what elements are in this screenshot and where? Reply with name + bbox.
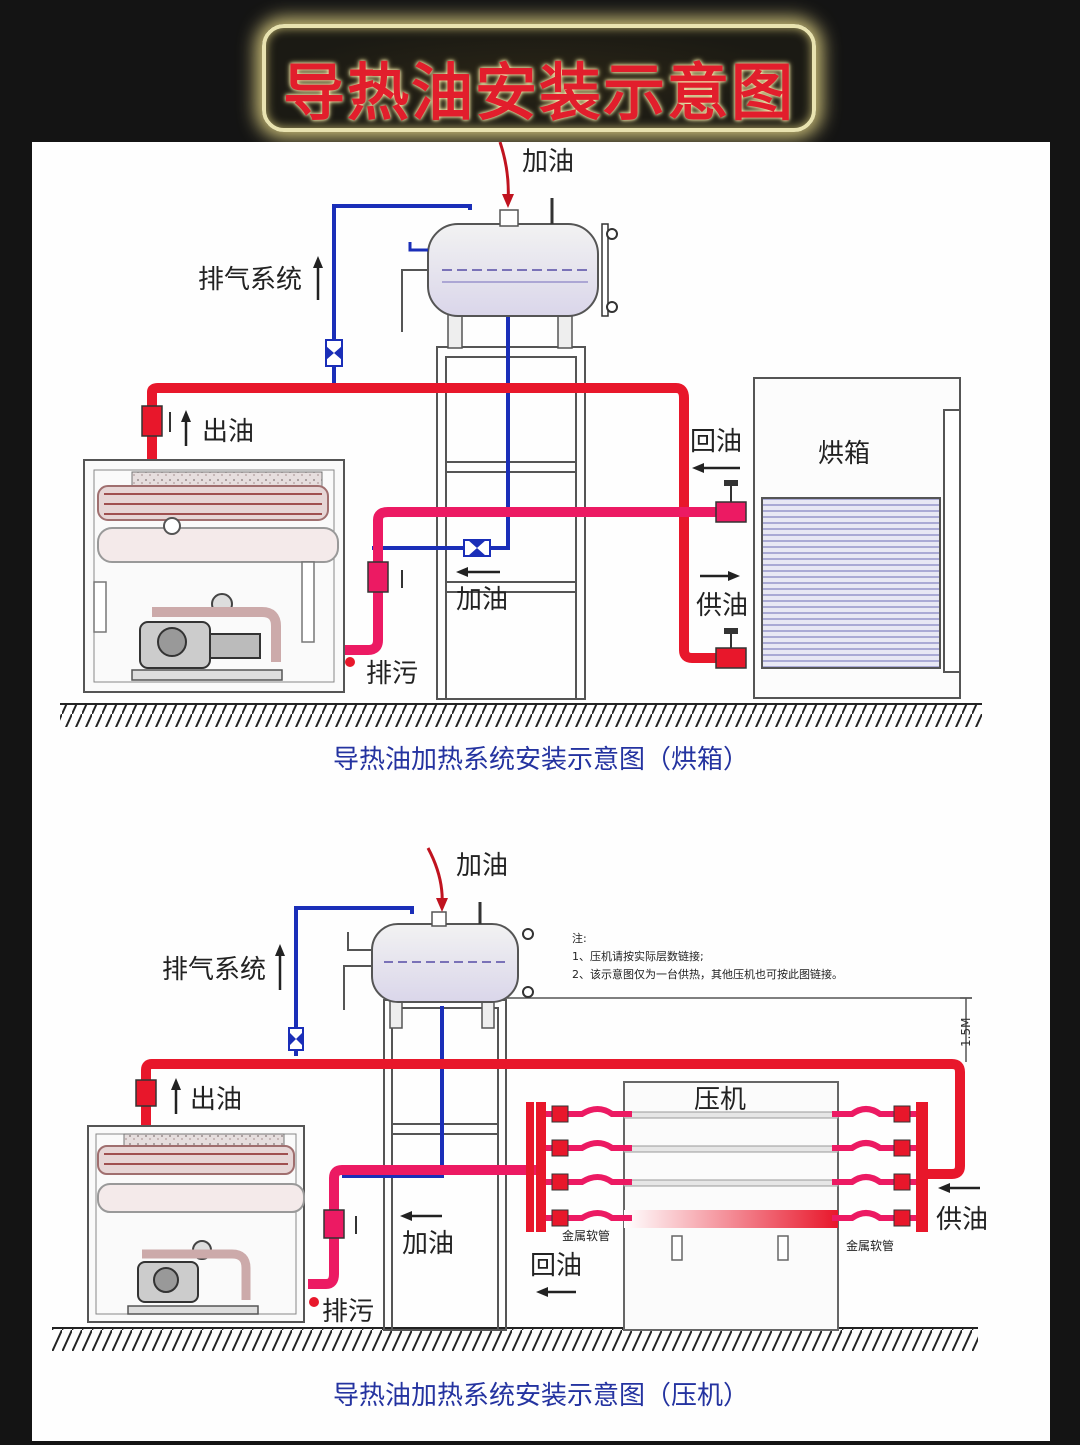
diagram-canvas: 加油 排气系统 出油 回油 烘箱 加油 供油 排污 导热油加热系统安装示意图（烘… <box>52 141 988 1411</box>
caption-press: 导热油加热系统安装示意图（压机） <box>333 1381 749 1411</box>
fill-side-arrow <box>400 1211 442 1221</box>
label-fill-side: 加油 <box>456 585 508 615</box>
label-press: 压机 <box>694 1085 746 1115</box>
supply-arrow <box>700 571 740 581</box>
expansion-tank <box>343 902 534 1029</box>
return-arrow <box>536 1287 576 1297</box>
expansion-tank <box>401 198 618 349</box>
label-metal-hose-right: 金属软管 <box>846 1238 894 1253</box>
oven <box>753 377 961 699</box>
fill-side-arrow <box>456 567 500 577</box>
label-oil-return: 回油 <box>530 1251 582 1281</box>
label-oil-return: 回油 <box>690 427 742 457</box>
fill-arrow <box>498 141 510 203</box>
label-fill-top: 加油 <box>522 147 574 177</box>
heater-unit <box>87 1125 305 1323</box>
fill-arrow <box>426 847 444 907</box>
ground-hatch <box>60 703 982 727</box>
exhaust-arrow <box>275 944 285 990</box>
notes-line-1: 1、压机请按实际层数链接; <box>572 949 704 963</box>
title-banner: 导热油安装示意图 <box>262 24 816 132</box>
drain-point <box>345 657 355 667</box>
oil-out-arrow <box>171 1078 181 1114</box>
height-marker <box>502 997 972 1062</box>
label-fill-side: 加油 <box>402 1229 454 1259</box>
label-oil-supply: 供油 <box>936 1205 988 1235</box>
supply-manifold <box>916 1102 928 1232</box>
caption-oven: 导热油加热系统安装示意图（烘箱） <box>333 745 749 775</box>
outlet-valve <box>135 1079 157 1107</box>
supply-valve <box>715 628 747 669</box>
label-exhaust: 排气系统 <box>162 955 266 985</box>
vent-valve <box>325 339 343 367</box>
press-diagram: 1.5M <box>52 847 988 1411</box>
label-oil-out: 出油 <box>190 1085 242 1115</box>
vent-pipe <box>332 204 510 550</box>
ground-hatch <box>52 1327 978 1351</box>
heater-unit <box>83 459 345 693</box>
pump-valve <box>367 561 403 593</box>
notes-title: 注: <box>572 931 587 945</box>
oil-out-arrow <box>181 410 191 446</box>
tank-stand <box>436 346 586 700</box>
exhaust-arrow <box>313 256 323 300</box>
return-manifold <box>526 1102 546 1232</box>
drain-point <box>309 1297 319 1307</box>
return-valve <box>715 480 747 523</box>
label-drain: 排污 <box>366 659 418 689</box>
outlet-valve <box>141 405 171 437</box>
row-valves <box>551 1105 911 1227</box>
label-oil-supply: 供油 <box>696 591 748 621</box>
press <box>623 1081 839 1331</box>
label-oven: 烘箱 <box>818 439 870 469</box>
supply-pipe <box>141 1059 965 1179</box>
oven-diagram: 加油 排气系统 出油 回油 烘箱 加油 供油 排污 导热油加热系统安装示意图（烘… <box>60 141 982 775</box>
return-arrow <box>692 463 740 473</box>
fill-valve <box>463 539 491 557</box>
label-oil-out: 出油 <box>202 417 254 447</box>
diagram-sheet: 加油 排气系统 出油 回油 烘箱 加油 供油 排污 导热油加热系统安装示意图（烘… <box>32 141 1050 1441</box>
label-exhaust: 排气系统 <box>198 265 302 295</box>
supply-pipe <box>147 383 732 663</box>
hose-rows <box>546 1106 916 1221</box>
pump-valve <box>323 1209 357 1239</box>
label-fill-top: 加油 <box>456 851 508 881</box>
label-height: 1.5M <box>959 1018 973 1047</box>
notes-line-2: 2、该示意图仅为一台供热，其他压机也可按此图链接。 <box>572 967 843 981</box>
label-metal-hose-left: 金属软管 <box>562 1228 610 1243</box>
fill-arrowhead <box>502 194 514 208</box>
fill-arrowhead <box>436 898 448 912</box>
page-title: 导热油安装示意图 <box>282 56 795 129</box>
vent-valve <box>288 1027 304 1051</box>
supply-arrow <box>938 1183 980 1193</box>
label-drain: 排污 <box>322 1297 374 1327</box>
